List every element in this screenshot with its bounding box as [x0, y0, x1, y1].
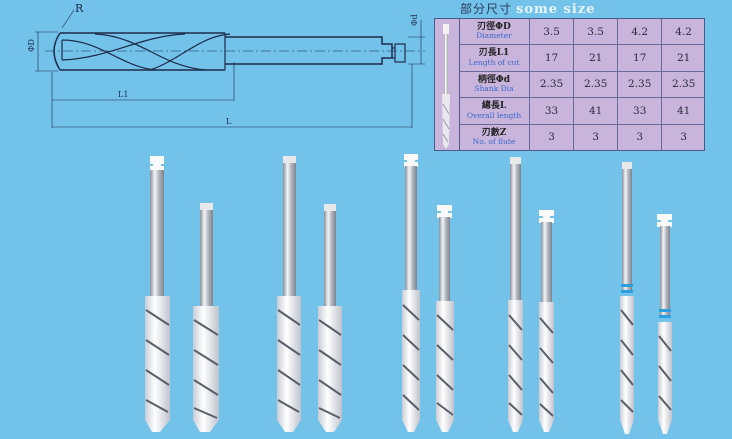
drill-5: [402, 154, 420, 432]
cell: 3.5: [573, 19, 619, 46]
cell: 33: [617, 97, 663, 125]
depth-marker: [621, 284, 633, 287]
depth-marker: [659, 315, 671, 318]
cell: 21: [573, 44, 619, 72]
drill-4: [318, 204, 342, 432]
cell: 17: [617, 44, 663, 72]
cell: 3: [661, 123, 705, 150]
cell: 3: [617, 123, 663, 150]
drill-1: [145, 156, 170, 432]
drill-6: [436, 205, 454, 432]
drill-9: [620, 162, 634, 434]
cell: 41: [661, 97, 705, 125]
cell: 21: [661, 44, 705, 72]
drill-3: [277, 156, 301, 432]
cut-length-label: L1: [118, 90, 128, 99]
overall-length-label: L: [226, 117, 232, 126]
cell: 3: [573, 123, 619, 150]
technical-drawing: R ΦD Φd L1 L: [27, 2, 425, 128]
drill-thumbnail: [435, 19, 460, 150]
cell: 2.35: [528, 70, 575, 99]
cell: 3.5: [528, 19, 575, 46]
depth-marker: [621, 290, 633, 293]
depth-marker: [659, 309, 671, 312]
drill-10: [657, 214, 672, 434]
diameter-label: ΦD: [27, 39, 36, 52]
cell: 4.2: [661, 19, 705, 46]
cell: 3: [528, 123, 575, 150]
cell: 2.35: [617, 70, 663, 99]
cell: 2.35: [573, 70, 619, 99]
title-en: some size: [516, 2, 596, 17]
cell: 33: [528, 97, 575, 125]
cell: 41: [573, 97, 619, 125]
cell: 17: [528, 44, 575, 72]
shank-diameter-label: Φd: [410, 14, 419, 26]
title-zh: 部分尺寸: [460, 2, 513, 16]
drill-2: [193, 203, 219, 432]
cell: 4.2: [617, 19, 663, 46]
cell: 2.35: [661, 70, 705, 99]
drill-7: [508, 157, 523, 432]
radius-label: R: [75, 2, 84, 15]
drill-8: [539, 210, 554, 432]
drill-photos: [145, 154, 672, 434]
